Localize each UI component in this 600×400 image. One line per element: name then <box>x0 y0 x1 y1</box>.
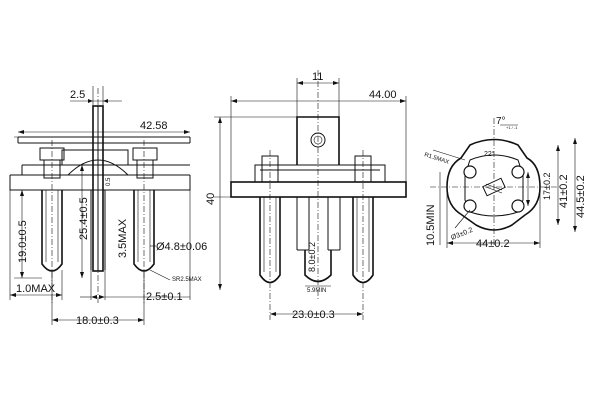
side-top-width-label: 2.5 <box>70 89 85 101</box>
side-view: 2.5 42.58 19.0±0.5 25.4±0.5 3.5MAX Ø4.8±… <box>9 86 207 327</box>
side-pin-length-label: 19.0±0.5 <box>17 220 29 263</box>
side-thickness-label: 1.0MAX <box>16 283 56 295</box>
front-pin-spacing-label: 23.0±0.3 <box>292 309 335 321</box>
top-angle-a-tol-label: +1 / -1 <box>506 125 518 130</box>
top-pin-hole-bl <box>463 199 477 213</box>
top-angle-b-label: 22° <box>484 150 495 158</box>
top-pin-hole-tr <box>511 165 525 179</box>
side-pin-diameter-label: Ø4.8±0.06 <box>156 241 207 253</box>
side-right-pin-head <box>132 147 158 161</box>
side-body <box>9 149 191 191</box>
front-view: 11 44.00 40 8.0±0.2 5.9MIN 23.0±0.3 <box>205 70 407 321</box>
side-top-plate <box>17 136 191 144</box>
top-pin-hole-tl <box>463 165 477 179</box>
front-center-left-pin <box>296 197 310 251</box>
side-pin-offset-label: 3.5MAX <box>117 218 129 258</box>
side-center-height-label: 25.4±0.5 <box>78 197 90 240</box>
top-hole-diameter-label: Ø3±0.2 <box>450 227 474 242</box>
front-center-pin-width-label: 8.0±0.2 <box>307 242 317 272</box>
front-body-plate <box>230 181 407 198</box>
front-tab-width-label: 11 <box>312 71 323 83</box>
side-pin-spacing-label: 18.0±0.3 <box>76 315 119 327</box>
front-overall-width-label: 44.00 <box>369 89 397 101</box>
top-width-mid-label: 41±0.2 <box>558 174 570 208</box>
top-pin-hole-br <box>511 199 525 213</box>
top-view: 7° +1 / -1 22° R1.5MAX 17±0.2 41±0.2 44.… <box>423 116 587 250</box>
side-overall-width-label: 42.58 <box>140 120 168 132</box>
side-dome <box>67 159 129 176</box>
top-center-slot <box>482 177 506 197</box>
front-height-label: 40 <box>205 193 217 205</box>
top-angle-a-label: 7° <box>496 116 506 127</box>
top-min-length-label: 10.5MIN <box>425 204 437 246</box>
top-width-large-label: 44.5±0.2 <box>575 175 587 218</box>
front-center-right-pin <box>327 197 341 251</box>
top-overall-width-label: 44±0.2 <box>476 238 510 250</box>
side-small-gap-label: 0.5 <box>106 177 112 186</box>
side-bottom-gap-label: 2.5±0.1 <box>146 291 183 303</box>
side-radius-label: SR2.5MAX <box>172 277 202 283</box>
top-width-small-label: 17±0.2 <box>542 173 552 200</box>
front-center-pin-note-label: 5.9MIN <box>307 288 326 294</box>
